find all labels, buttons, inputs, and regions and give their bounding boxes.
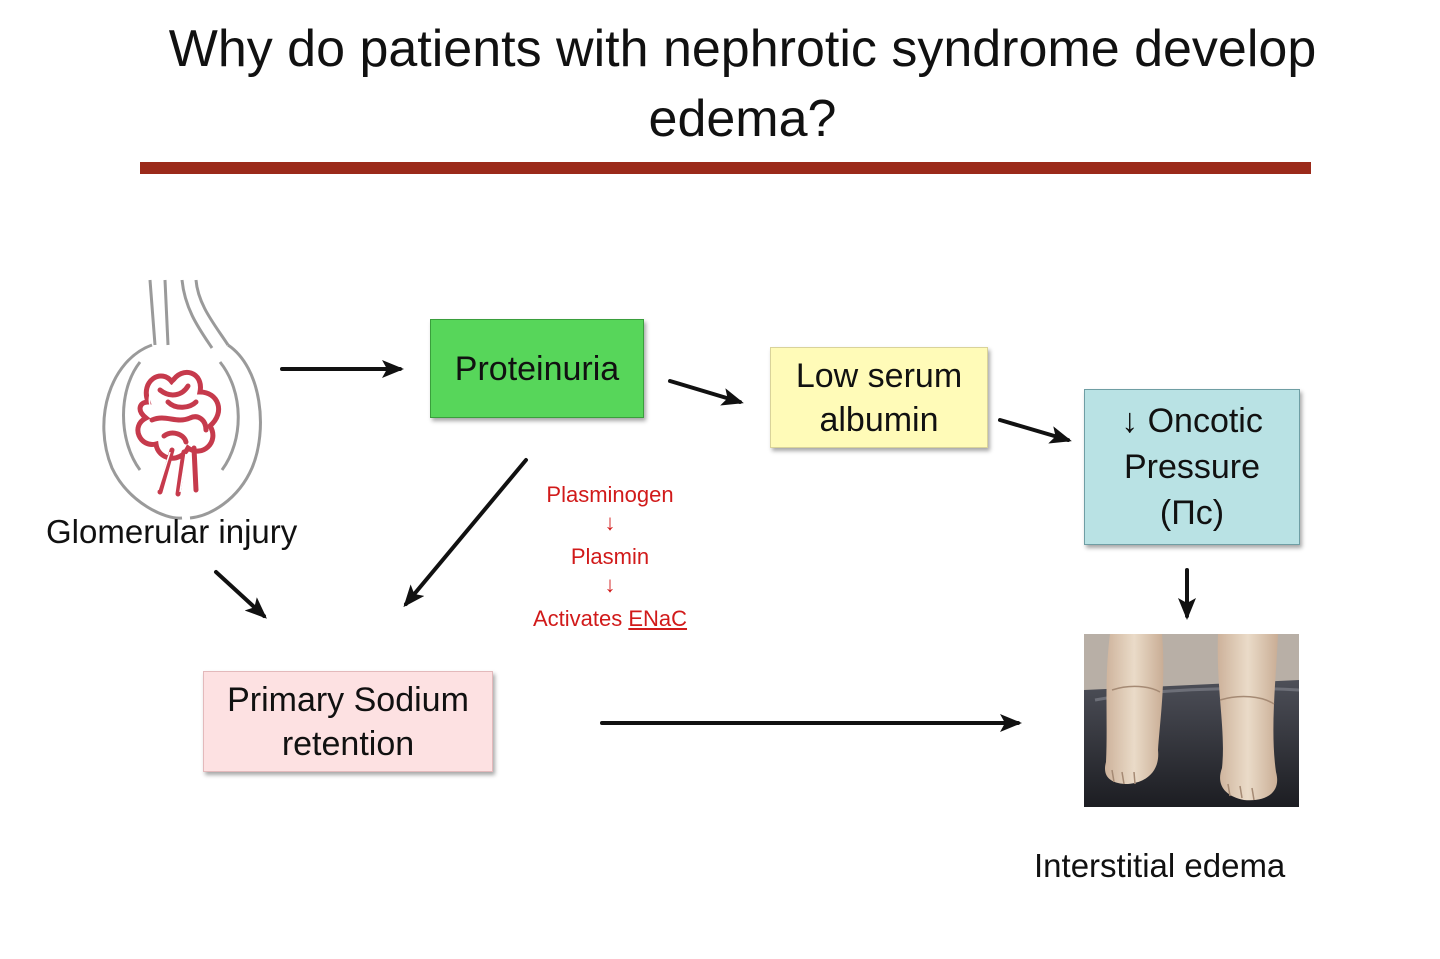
proteinuria-box: Proteinuria: [430, 319, 644, 418]
proteinuria-label: Proteinuria: [454, 349, 620, 388]
mechanism-down-arrow-2: ↓: [604, 572, 616, 597]
mechanism-text: Plasminogen ↓ Plasmin ↓ Activates ENaC: [505, 480, 715, 634]
slide-title: Why do patients with nephrotic syndrome …: [40, 14, 1440, 154]
low-serum-albumin-box: Low serum albumin: [770, 347, 988, 448]
oncotic-pressure-line-2: Pressure: [1123, 448, 1261, 486]
activates-prefix: Activates: [532, 606, 629, 631]
arrow-injury-to-sodium: [214, 570, 267, 619]
title-rule: [140, 162, 1311, 174]
oncotic-pressure-line-1: ↓ Oncotic: [1121, 402, 1263, 440]
slide-title-line-2: edema?: [648, 90, 837, 148]
arrow-proteinuria-to-albumin: [668, 379, 744, 406]
mechanism-down-arrow-1: ↓: [604, 510, 616, 535]
glomerular-injury-label: Glomerular injury: [46, 513, 298, 550]
sodium-retention-line-1: Primary Sodium: [227, 680, 469, 719]
sodium-retention-box: Primary Sodium retention: [203, 671, 493, 772]
low-serum-albumin-line-1: Low serum: [795, 356, 963, 395]
sodium-retention-line-2: retention: [281, 724, 415, 763]
oncotic-pressure-box: ↓ Oncotic Pressure (Πc): [1084, 389, 1300, 545]
interstitial-edema-label: Interstitial edema: [1034, 847, 1286, 884]
plasminogen-label: Plasminogen: [546, 482, 674, 507]
plasmin-label: Plasmin: [570, 544, 650, 569]
activates-enac-label: Activates ENaC: [505, 604, 715, 634]
low-serum-albumin-line-2: albumin: [819, 400, 939, 439]
arrow-albumin-to-oncotic: [998, 418, 1072, 444]
slide-title-line-1: Why do patients with nephrotic syndrome …: [168, 20, 1317, 78]
enac-label: ENaC: [628, 606, 688, 631]
oncotic-pressure-line-3: (Πc): [1159, 494, 1225, 532]
